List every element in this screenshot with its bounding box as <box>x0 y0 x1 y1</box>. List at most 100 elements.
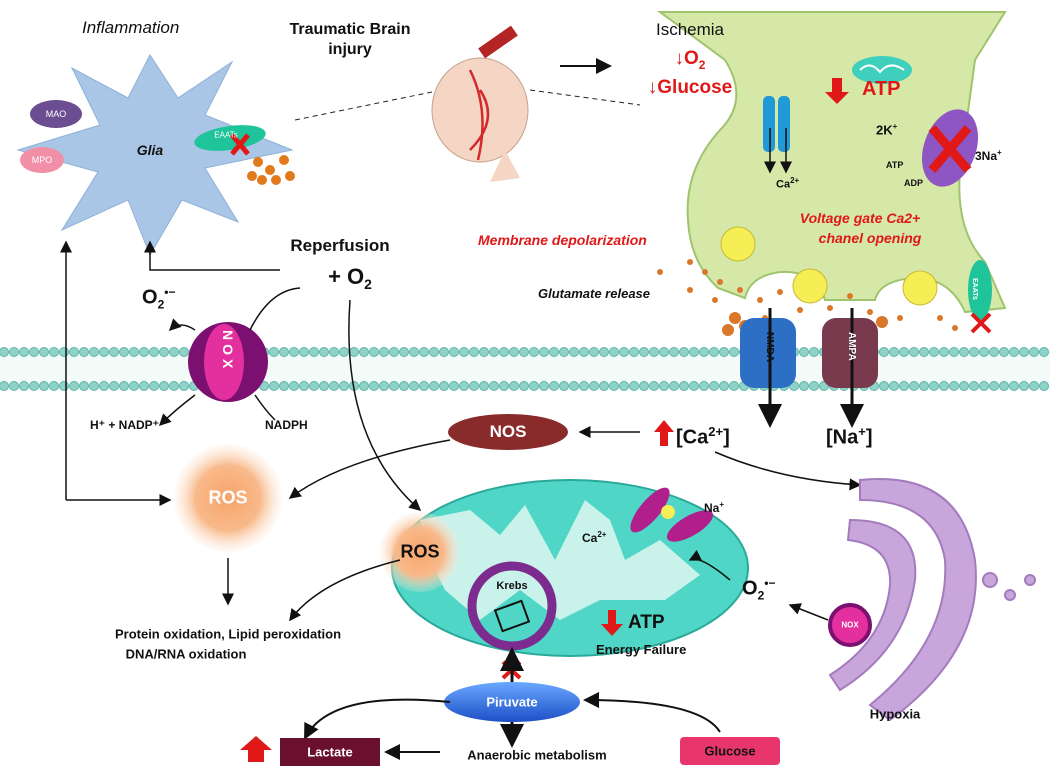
lipid-head <box>699 347 709 357</box>
lipid-head <box>559 347 569 357</box>
lipid-head <box>29 347 39 357</box>
lipid-head <box>139 381 149 391</box>
mpo-label: MPO <box>31 155 53 165</box>
lipid-head <box>59 381 69 391</box>
lipid-head <box>139 347 149 357</box>
lipid-head <box>619 381 629 391</box>
na-channel-mito <box>666 510 714 542</box>
energy-failure-label: Energy Failure <box>596 642 687 657</box>
nmda-receptor <box>740 308 796 428</box>
lipid-head <box>159 347 169 357</box>
lipid-head <box>969 347 979 357</box>
ampa-receptor <box>822 308 878 428</box>
lipid-head <box>599 381 609 391</box>
lipid-head <box>879 381 889 391</box>
lipid-head <box>49 381 59 391</box>
reperfusion-label: Reperfusion <box>290 236 390 255</box>
glutamate-dots-glia <box>247 155 295 185</box>
protein-oxidation-line2: DNA/RNA oxidation <box>125 646 247 662</box>
h-nadp-label: H⁺ + NADP⁺ <box>90 418 160 432</box>
lipid-head <box>489 347 499 357</box>
lipid-head <box>879 347 889 357</box>
piruvate-pill <box>444 682 580 722</box>
lipid-head <box>19 347 29 357</box>
lipid-head <box>649 347 659 357</box>
lipid-head <box>629 381 639 391</box>
lipid-head <box>529 347 539 357</box>
lipid-head <box>329 347 339 357</box>
lipid-head <box>539 347 549 357</box>
lipid-head <box>299 347 309 357</box>
hypoxia-label: Hypoxia <box>869 706 921 722</box>
lipid-head <box>669 347 679 357</box>
lipid-head <box>149 347 159 357</box>
lipid-head <box>1029 381 1039 391</box>
lipid-head <box>469 347 479 357</box>
lipid-head <box>679 381 689 391</box>
lipid-head <box>809 381 819 391</box>
lipid-head <box>989 347 999 357</box>
lipid-head <box>179 381 189 391</box>
lipid-head <box>489 381 499 391</box>
ros-mito-label: ROS <box>400 541 440 562</box>
lipid-head <box>949 381 959 391</box>
o2-down-label: ↓O2 <box>674 48 706 72</box>
lipid-head <box>899 381 909 391</box>
lipid-head <box>689 347 699 357</box>
eaat-transporter-neuron <box>968 260 992 320</box>
lipid-head <box>49 347 59 357</box>
lipid-head <box>969 381 979 391</box>
lipid-head <box>69 381 79 391</box>
lipid-head <box>719 347 729 357</box>
adp-small-label: ADP <box>904 178 924 188</box>
vgcc-label-line2: chanel opening <box>818 230 922 246</box>
lipid-head <box>419 381 429 391</box>
ca-up-arrow <box>654 420 674 446</box>
lipid-head <box>399 347 409 357</box>
lipid-head <box>579 381 589 391</box>
atp-top-label: ATP <box>862 78 901 100</box>
lipid-head <box>429 347 439 357</box>
ca-mito-label: Ca2+ <box>582 530 607 545</box>
atp-small-label: ATP <box>886 160 904 170</box>
lipid-head <box>539 381 549 391</box>
dashed-line-right <box>529 89 641 106</box>
atp-down-arrow-top <box>825 78 849 104</box>
lipid-head <box>329 381 339 391</box>
nmda-label: NMDA <box>764 332 775 362</box>
lipid-head <box>999 347 1009 357</box>
lipid-head <box>929 381 939 391</box>
lipid-head <box>319 381 329 391</box>
ampa-label: AMPA <box>846 332 857 361</box>
lipid-head <box>279 347 289 357</box>
lipid-head <box>19 381 29 391</box>
lactate-box <box>280 738 380 766</box>
lipid-head <box>319 347 329 357</box>
lipid-head <box>179 347 189 357</box>
lactate-label: Lactate <box>307 744 353 760</box>
tbi-label-line1: Traumatic Brain <box>289 21 411 38</box>
lipid-head <box>999 381 1009 391</box>
lipid-head <box>909 347 919 357</box>
lipid-head <box>389 381 399 391</box>
lipid-head <box>29 381 39 391</box>
krebs-label: Krebs <box>496 580 528 592</box>
lipid-head <box>719 381 729 391</box>
nos-pill <box>448 414 568 450</box>
lipid-head <box>559 381 569 391</box>
lipid-head <box>459 381 469 391</box>
lipid-head <box>299 381 309 391</box>
lipid-head <box>99 347 109 357</box>
lipid-head <box>289 347 299 357</box>
lipid-head <box>119 381 129 391</box>
mpo-oval <box>20 147 64 173</box>
lipid-head <box>39 381 49 391</box>
krebs-cycle <box>467 561 557 651</box>
lipid-head <box>449 347 459 357</box>
glutamate-cloud <box>657 259 958 336</box>
lipid-head <box>509 381 519 391</box>
lipid-head <box>499 381 509 391</box>
lipid-head <box>1019 347 1029 357</box>
